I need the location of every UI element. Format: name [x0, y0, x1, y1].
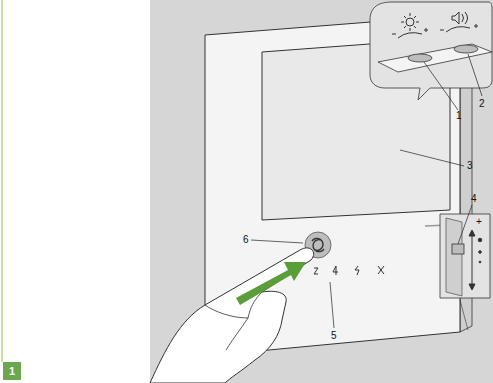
- grey-panel: [150, 0, 493, 383]
- callout-number: 5: [331, 330, 337, 342]
- button-icon: [312, 238, 324, 251]
- hand: [150, 248, 314, 383]
- plus-sign: +: [476, 216, 482, 228]
- callout-number: 3: [467, 160, 473, 172]
- adjust-wheels: [408, 45, 478, 62]
- callout-number: 4: [471, 193, 477, 205]
- volume-icon: [440, 12, 478, 32]
- figure-number: 1: [3, 362, 21, 380]
- leader-lines: [251, 54, 482, 328]
- callout-number: 6: [243, 234, 249, 246]
- callout-number: 1: [456, 110, 462, 122]
- callout-number: 2: [479, 98, 485, 110]
- inset-device-side: [446, 218, 462, 296]
- slider-inset: [440, 214, 490, 298]
- zoom-bubble: [370, 2, 492, 100]
- frame-line: [2, 0, 3, 362]
- slider-scale: [469, 230, 482, 290]
- hand-detail: [205, 292, 262, 350]
- inset-pointer: [460, 300, 468, 330]
- press-arrow: [236, 262, 306, 305]
- device-top: [378, 44, 492, 72]
- slider-knob: [452, 244, 464, 254]
- brightness-icon: [392, 13, 428, 38]
